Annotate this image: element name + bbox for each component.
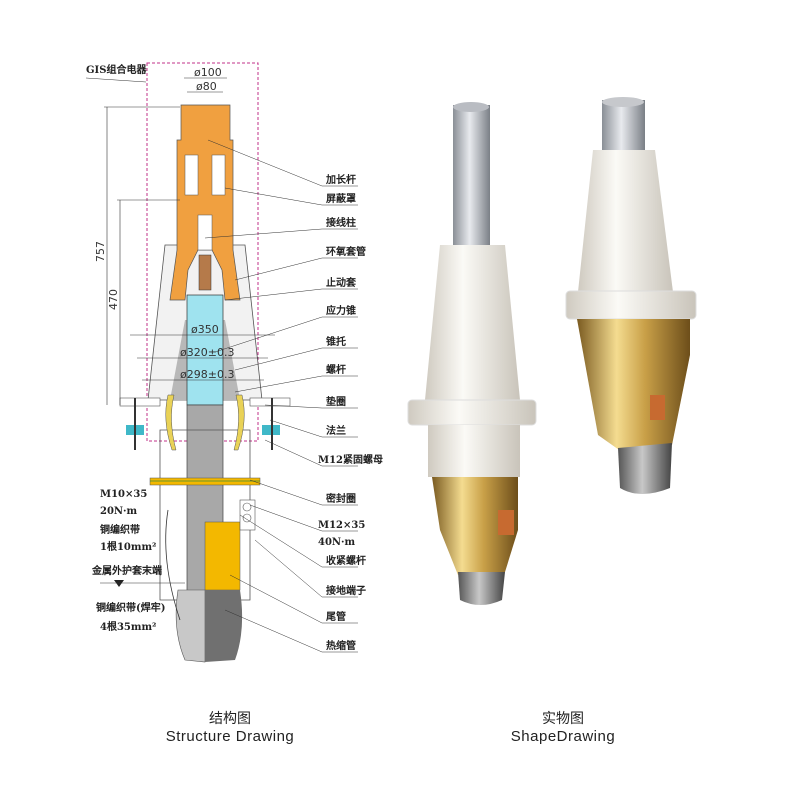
label-part: 屏蔽罩	[325, 192, 356, 205]
terminal-post	[197, 214, 213, 251]
label-part: 接地端子	[326, 584, 366, 597]
dim-757: 757	[94, 241, 107, 262]
conductor-insulation	[186, 294, 224, 406]
label-braid1-spec: 1根10mm²	[100, 540, 156, 553]
leader-line	[224, 288, 323, 301]
label-part: 收紧螺杆	[326, 554, 366, 567]
leader-line	[239, 514, 323, 568]
label-part: 垫圈	[326, 395, 346, 408]
leader-line	[249, 479, 323, 506]
shape-caption-en: ShapeDrawing	[510, 728, 616, 745]
leader-line	[224, 609, 323, 653]
leader-line	[214, 316, 323, 353]
dim-d80: ø80	[196, 80, 217, 93]
structure-caption: 结构图 Structure Drawing	[130, 708, 330, 745]
dim-d350: ø350	[191, 323, 219, 336]
leader-line	[229, 574, 323, 624]
label-part: 法兰	[326, 424, 346, 437]
leader-line	[254, 539, 323, 598]
label-braid2: 铜编织带(焊牢)	[96, 601, 165, 614]
leader-line	[249, 504, 323, 532]
leader-line	[264, 404, 323, 409]
label-braid2-spec: 4根35mm²	[100, 620, 156, 633]
dim-d298: ø298±0.3	[180, 368, 234, 381]
leader-line	[207, 139, 323, 187]
dim-d100: ø100	[194, 66, 222, 79]
leader-line	[204, 228, 323, 239]
dim-470: 470	[107, 289, 120, 310]
bushing-photo-right	[565, 97, 697, 494]
label-part: 应力锥	[326, 304, 356, 317]
leader-line	[234, 347, 323, 371]
label-part: 热缩管	[326, 639, 356, 652]
structure-caption-zh: 结构图	[209, 711, 251, 727]
shape-caption: 实物图 ShapeDrawing	[463, 708, 663, 745]
label-part: 止动套	[326, 276, 357, 289]
leader-line	[234, 257, 323, 281]
label-m10-torque: 20N·m	[100, 506, 138, 517]
bushing-photo-left	[407, 102, 537, 605]
leader-line	[224, 187, 323, 206]
label-part: 螺杆	[326, 363, 346, 376]
label-part: M12×35	[318, 520, 365, 531]
label-part: 40N·m	[318, 537, 356, 548]
label-braid1: 铜编织带	[100, 523, 140, 536]
heat-shrink-tube	[205, 590, 243, 662]
shape-caption-zh: 实物图	[542, 711, 584, 727]
label-part: 环氧套管	[326, 245, 366, 258]
label-part: 加长杆	[325, 173, 356, 186]
label-part: 尾管	[326, 610, 346, 623]
sheath-end-marker-icon	[114, 580, 124, 587]
label-part: 接线柱	[326, 216, 356, 229]
label-part: 密封圈	[326, 492, 356, 505]
label-part: 锥托	[326, 335, 346, 348]
leader-line	[264, 439, 323, 467]
structure-caption-en: Structure Drawing	[165, 728, 295, 745]
tail-pipe	[204, 521, 241, 591]
label-gis: GIS组合电器	[86, 63, 147, 76]
leader-line	[234, 375, 323, 393]
leader-line	[269, 419, 323, 438]
label-m10: M10×35	[100, 489, 147, 500]
dim-d320: ø320±0.3	[180, 346, 234, 359]
label-part: M12紧固螺母	[318, 453, 383, 466]
gis-boundary	[146, 62, 259, 442]
label-sheath-end: 金属外护套末端	[91, 564, 162, 577]
seal-ring	[149, 477, 261, 486]
